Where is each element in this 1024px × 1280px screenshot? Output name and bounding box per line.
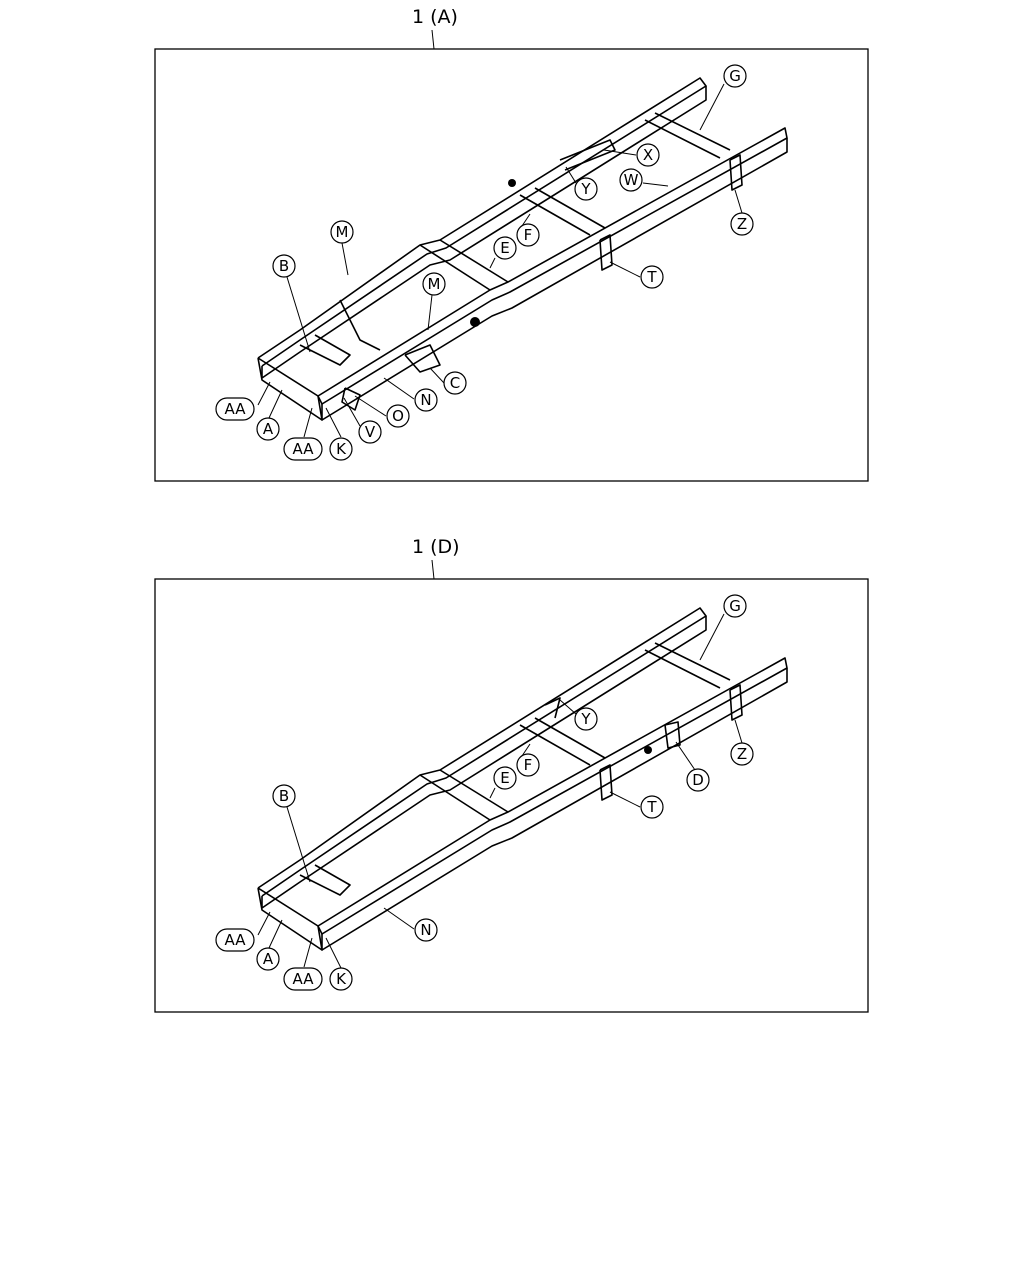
svg-text:D: D xyxy=(692,771,704,789)
callout-leaders-a xyxy=(257,83,743,438)
svg-text:Y: Y xyxy=(580,180,591,198)
callout-e: E xyxy=(493,766,517,790)
panel-d: 1 (D) xyxy=(154,536,869,1013)
svg-text:M: M xyxy=(428,275,441,293)
panel-a-title-leader xyxy=(431,29,435,50)
svg-text:AA: AA xyxy=(225,400,247,418)
callout-aa: AA xyxy=(215,928,255,952)
panel-d-title: 1 (D) xyxy=(412,536,460,558)
callout-f: F xyxy=(516,753,540,777)
panel-d-border xyxy=(154,578,869,1013)
callout-t: T xyxy=(640,795,664,819)
callout-k: K xyxy=(329,967,353,991)
callout-z: Z xyxy=(730,212,754,236)
callout-aa: AA xyxy=(215,397,255,421)
callout-y: Y xyxy=(574,177,598,201)
callout-e: E xyxy=(493,236,517,260)
svg-text:AA: AA xyxy=(293,970,315,988)
svg-text:K: K xyxy=(336,970,347,988)
callout-z: Z xyxy=(730,742,754,766)
svg-text:F: F xyxy=(524,226,533,244)
svg-text:C: C xyxy=(450,374,460,392)
callout-b: B xyxy=(272,254,296,278)
svg-text:N: N xyxy=(420,921,431,939)
callout-m: M xyxy=(330,220,354,244)
panel-a-border xyxy=(154,48,869,482)
chassis-frame-d xyxy=(257,607,788,951)
callouts-d: G Y Z F E D T B N AA A AA K xyxy=(215,594,754,991)
svg-text:G: G xyxy=(729,597,741,615)
callout-t: T xyxy=(640,265,664,289)
callout-c: C xyxy=(443,371,467,395)
callout-g: G xyxy=(723,594,747,618)
callout-y: Y xyxy=(574,707,598,731)
callout-x: X xyxy=(636,143,660,167)
callout-a: A xyxy=(256,947,280,971)
svg-text:O: O xyxy=(392,407,404,425)
callout-f: F xyxy=(516,223,540,247)
callout-a: A xyxy=(256,417,280,441)
svg-text:M: M xyxy=(336,223,349,241)
svg-text:AA: AA xyxy=(293,440,315,458)
svg-text:G: G xyxy=(729,67,741,85)
callout-n: N xyxy=(414,388,438,412)
svg-text:V: V xyxy=(365,423,376,441)
callout-b: B xyxy=(272,784,296,808)
svg-text:E: E xyxy=(500,769,509,787)
callout-leaders-d xyxy=(257,613,743,969)
panel-d-title-leader xyxy=(431,559,435,580)
svg-text:B: B xyxy=(279,257,289,275)
panel-a: 1 (A) xyxy=(154,6,869,482)
svg-text:AA: AA xyxy=(225,931,247,949)
svg-text:T: T xyxy=(646,798,657,816)
callout-m-2: M xyxy=(422,272,446,296)
svg-text:Z: Z xyxy=(737,745,747,763)
svg-text:T: T xyxy=(646,268,657,286)
svg-text:N: N xyxy=(420,391,431,409)
callout-aa-2: AA xyxy=(283,437,323,461)
svg-text:F: F xyxy=(524,756,533,774)
chassis-frame-a xyxy=(257,77,788,421)
callout-k: K xyxy=(329,437,353,461)
callout-aa-2: AA xyxy=(283,967,323,991)
callout-w: W xyxy=(619,168,643,192)
callout-d: D xyxy=(686,768,710,792)
svg-text:Y: Y xyxy=(580,710,591,728)
svg-text:A: A xyxy=(263,420,274,438)
svg-text:B: B xyxy=(279,787,289,805)
svg-text:Z: Z xyxy=(737,215,747,233)
panel-a-title: 1 (A) xyxy=(412,6,458,28)
svg-text:X: X xyxy=(643,146,653,164)
callouts-a: G X W Y Z M F E T B M C N AA A V O AA K xyxy=(215,64,754,461)
callout-g: G xyxy=(723,64,747,88)
svg-text:E: E xyxy=(500,239,509,257)
callout-v: V xyxy=(358,420,382,444)
svg-text:K: K xyxy=(336,440,347,458)
callout-n: N xyxy=(414,918,438,942)
callout-o: O xyxy=(386,404,410,428)
svg-text:W: W xyxy=(624,171,639,189)
svg-text:A: A xyxy=(263,950,274,968)
